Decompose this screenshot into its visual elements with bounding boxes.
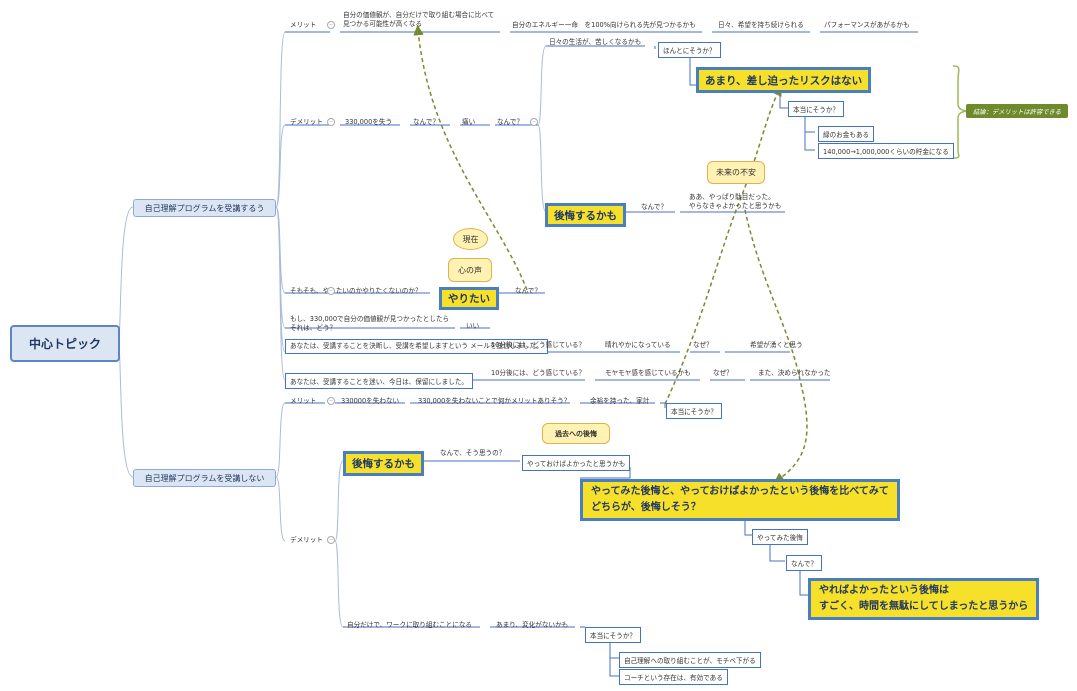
hard-life-node[interactable]: 日々の生活が、苦しくなるかも — [549, 38, 642, 46]
collapse-toggle-icon[interactable]: − — [327, 397, 335, 405]
why-node-3[interactable]: なんで？ — [641, 203, 668, 211]
hesitated-feel-node[interactable]: 10分後には、どう感じている？ — [491, 369, 586, 377]
want-why-node[interactable]: なんで？ — [515, 287, 542, 295]
why-node-2[interactable]: なんで？ — [497, 118, 524, 126]
green-money-node[interactable]: 緑のお金もある — [818, 126, 875, 142]
hope-node[interactable]: 日々、希望を持ち続けられる — [718, 21, 804, 29]
attend-demerit-label[interactable]: デメリット — [290, 118, 323, 126]
undecided-node[interactable]: また、決められなかった — [758, 369, 831, 377]
collapse-toggle-icon[interactable]: − — [530, 118, 538, 126]
want-question-node[interactable]: そもそも、やりたいのかやりたくないのか？ — [290, 287, 422, 295]
decided-scenario-box[interactable]: あなたは、受講することを決断し、受講を希望しますという メールを送信しました。 — [285, 339, 548, 354]
coach-node[interactable]: コーチという存在は、有効である — [619, 669, 728, 685]
hope-welling-node[interactable]: 希望が湧くと思う — [750, 341, 803, 349]
regret-highlight-2[interactable]: 後悔するかも — [343, 451, 424, 476]
savings-node[interactable]: 140,000→1,000,000くらいの貯金になる — [818, 143, 954, 159]
performance-node[interactable]: パフォーマンスがあがるかも — [824, 21, 910, 29]
why-think-node[interactable]: なんで、そう思うの？ — [440, 449, 506, 457]
painful-node[interactable]: 痛い — [462, 118, 476, 126]
hesitated-why-node[interactable]: なぜ？ — [713, 369, 733, 377]
keep-money-node[interactable]: 330000を失わない — [341, 397, 400, 405]
branch-not-attend[interactable]: 自己理解プログラムを受講しない — [133, 469, 276, 487]
compare-regrets-highlight[interactable]: やってみた後悔と、やっておけばよかったという後悔を比べてみて どちらが、後悔しそ… — [580, 479, 900, 521]
conclusion-summary[interactable]: 結論：デメリットは許容できる — [966, 104, 1068, 118]
collapse-toggle-icon[interactable]: − — [327, 536, 335, 544]
collapse-toggle-icon[interactable]: − — [327, 287, 335, 295]
refreshed-node[interactable]: 晴れやかになっている — [605, 341, 671, 349]
regret-highlight-1[interactable]: 後悔するかも — [545, 203, 626, 227]
branch-attend[interactable]: 自己理解プログラムを受講するう — [133, 199, 276, 217]
inner-voice-callout: 心の声 — [448, 258, 492, 282]
why-node-1[interactable]: なんで？ — [413, 118, 440, 126]
not-attend-merit-label[interactable]: メリット — [290, 397, 317, 405]
after-all-node[interactable]: ああ、やっぱり駄目だった。 やらなきゃよかったと思うかも — [689, 193, 782, 210]
past-regret-callout: 過去への後悔 — [542, 423, 610, 444]
tried-regret-node[interactable]: やってみた後悔 — [752, 529, 808, 545]
not-attend-demerit-label[interactable]: デメリット — [290, 536, 323, 544]
future-anxiety-callout: 未来の不安 — [707, 161, 765, 184]
collapse-toggle-icon[interactable]: − — [327, 118, 335, 126]
if-found-node[interactable]: もし、330,000で自分の価値観が見つかったとしたら それは、どう？ — [290, 315, 450, 332]
alone-really-node[interactable]: 本当にそうか？ — [585, 627, 642, 643]
spare-money-node[interactable]: 余裕を持った、家計 — [590, 397, 650, 405]
central-topic[interactable]: 中心トピック — [10, 325, 120, 362]
not-attend-why-node[interactable]: なんで？ — [786, 555, 823, 571]
now-callout: 現在 — [453, 228, 488, 250]
no-risk-highlight[interactable]: あまり、差し迫ったリスクはない — [696, 67, 872, 93]
motivation-node[interactable]: 自己理解への取り組むことが、モチベ下がる — [619, 652, 761, 668]
any-merit-node[interactable]: 330,000を失わないことで何かメリットありそう？ — [418, 397, 571, 405]
attend-merit-label[interactable]: メリット — [290, 21, 317, 29]
decided-feel-node[interactable]: 10分後には、どう感じている？ — [491, 341, 586, 349]
want-highlight[interactable]: やりたい — [439, 287, 499, 310]
no-change-node[interactable]: あまり、変化がないかも — [496, 621, 569, 629]
collapse-toggle-icon[interactable]: − — [327, 21, 335, 29]
lose-money-node[interactable]: 330,000を失う — [345, 118, 393, 126]
really-node-2[interactable]: 本当にそうか？ — [788, 101, 845, 117]
alone-node[interactable]: 自分だけで、ワークに取り組むことになる — [347, 621, 473, 629]
really-node-1[interactable]: ほんとにそうか？ — [658, 42, 721, 58]
if-found-answer[interactable]: いい — [466, 322, 480, 330]
energy-node[interactable]: 自分のエネルギー一命 を100%向けられる先が見つかるかも — [512, 21, 696, 29]
decided-why-node[interactable]: なぜ？ — [693, 341, 713, 349]
wasted-time-highlight[interactable]: やればよかったという後悔は すごく、時間を無駄にしてしまったと思うから — [808, 578, 1040, 620]
value-discovery-node[interactable]: 自分の価値観が、自分だけで取り組む場合に比べて 見つかる可能性が高くなる — [343, 11, 495, 28]
should-have-node[interactable]: やっておけばよかったと思うかも — [522, 455, 631, 471]
moyamoya-node[interactable]: モヤモヤ感を感じているかも — [605, 369, 691, 377]
not-attend-really-node[interactable]: 本当にそうか？ — [666, 403, 723, 419]
hesitated-scenario-box[interactable]: あなたは、受講することを迷い、今日は、保留にしました。 — [285, 373, 474, 389]
